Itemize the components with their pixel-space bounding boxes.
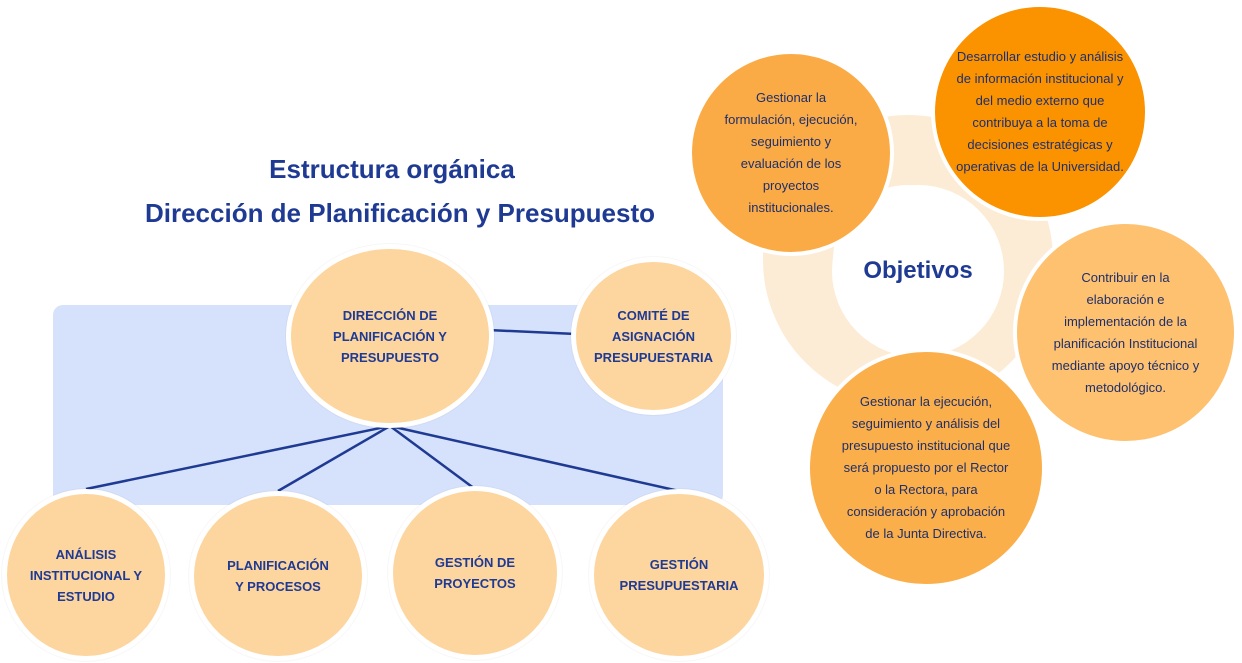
connector-main-unit-4 <box>389 424 680 493</box>
objective-1-text: Gestionar la formulación, ejecución, seg… <box>724 90 858 215</box>
node-proyectos: GESTIÓN DE PROYECTOS <box>388 486 562 660</box>
connector-main-unit-2 <box>277 424 391 493</box>
objective-4-text: Gestionar la ejecución, seguimiento y an… <box>841 394 1011 541</box>
connector-main-unit-3 <box>389 424 476 491</box>
diagram-title-line-2: Dirección de Planificación y Presupuesto <box>144 198 656 228</box>
objective-4: Gestionar la ejecución, seguimiento y an… <box>806 348 1046 588</box>
objective-2: Desarrollar estudio y análisis de inform… <box>931 3 1149 221</box>
node-comite: COMITÉ DE ASIGNACIÓN PRESUPUESTARIA <box>571 257 736 415</box>
objective-2-text: Desarrollar estudio y análisis de inform… <box>956 49 1124 174</box>
objective-1: Gestionar la formulación, ejecución, seg… <box>688 50 894 256</box>
connector-main-committee <box>487 328 577 336</box>
node-analisis: ANÁLISIS INSTITUCIONAL Y ESTUDIO <box>2 489 170 661</box>
node-planificacion: PLANIFICACIÓN Y PROCESOS <box>189 491 367 661</box>
objective-3-text: Contribuir en la elaboración e implement… <box>1051 269 1200 395</box>
node-direccion: DIRECCIÓN DE PLANIFICACIÓN Y PRESUPUESTO <box>286 244 494 428</box>
node-presupuestaria-label: GESTIÓN PRESUPUESTARIA <box>619 557 739 593</box>
diagram-title-line-1: Estructura orgánica <box>269 154 515 184</box>
node-planificacion-label: PLANIFICACIÓN Y PROCESOS <box>227 558 329 594</box>
node-direccion-label: DIRECCIÓN DE PLANIFICACIÓN Y PRESUPUESTO <box>333 307 447 365</box>
node-presupuestaria: GESTIÓN PRESUPUESTARIA <box>589 489 769 661</box>
node-comite-label: COMITÉ DE ASIGNACIÓN PRESUPUESTARIA <box>594 307 713 365</box>
node-proyectos-label: GESTIÓN DE PROYECTOS <box>434 555 516 591</box>
node-analisis-label: ANÁLISIS INSTITUCIONAL Y ESTUDIO <box>29 546 143 604</box>
objective-3: Contribuir en la elaboración e implement… <box>1013 220 1238 445</box>
connector-main-unit-1 <box>85 424 391 491</box>
